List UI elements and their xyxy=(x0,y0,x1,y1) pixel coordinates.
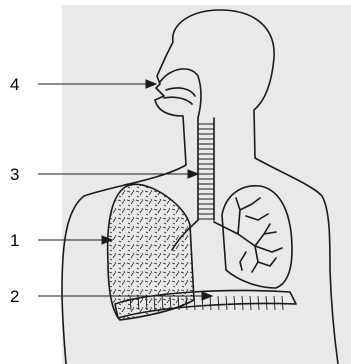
label-3: 3 xyxy=(10,165,19,184)
label-1: 1 xyxy=(10,231,19,250)
label-2: 2 xyxy=(10,287,19,306)
label-4: 4 xyxy=(10,75,19,94)
